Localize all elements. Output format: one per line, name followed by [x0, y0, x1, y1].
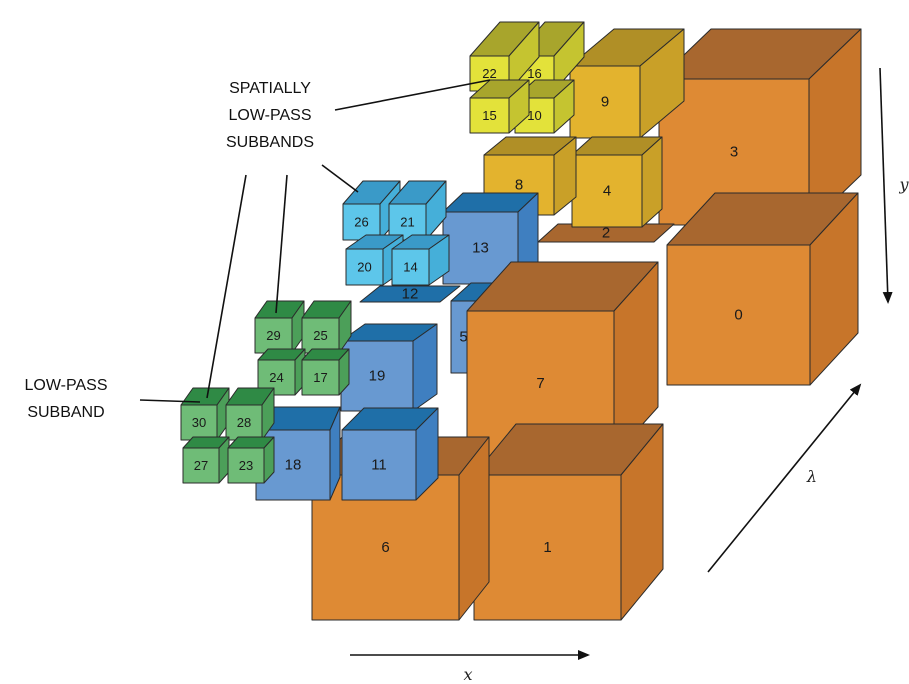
annotations-layer: SPATIALLY LOW-PASS SUBBANDS LOW-PASS SUB… — [25, 67, 909, 684]
cube-label: 9 — [601, 94, 609, 111]
subband-cube-24: 24 — [257, 348, 306, 396]
cube-label: 30 — [192, 415, 206, 430]
subband-cube-9: 9 — [569, 28, 685, 139]
subband-cube-12: 12 — [359, 285, 461, 303]
cube-label: 18 — [285, 457, 302, 474]
spatial-annotation-line2: LOW-PASS — [229, 107, 312, 124]
cube-front-face — [301, 359, 340, 396]
cube-front-face — [341, 429, 417, 501]
lowpass-annotation-line1: LOW-PASS — [25, 377, 108, 394]
cube-label: 1 — [543, 539, 551, 556]
cube-label: 15 — [482, 108, 496, 123]
leader-line-spatial-green-2 — [275, 174, 288, 314]
cube-label: 23 — [239, 458, 253, 473]
cube-label: 29 — [266, 328, 280, 343]
cube-front-face — [391, 248, 430, 286]
cube-front-face — [345, 248, 384, 286]
cube-label: 14 — [403, 260, 417, 275]
cube-label: 16 — [527, 66, 541, 81]
cube-front-face — [257, 359, 296, 396]
subband-cube-7: 7 — [466, 261, 659, 457]
cube-top-face — [359, 285, 461, 303]
cube-label: 0 — [734, 307, 742, 324]
y-axis-arrow — [879, 67, 893, 304]
lambda-axis-label: λ — [806, 467, 817, 486]
subband-cube-4: 4 — [571, 136, 663, 228]
lambda-axis-arrow — [707, 383, 862, 573]
subband-cube-27: 27 — [182, 436, 230, 484]
cube-label: 17 — [313, 370, 327, 385]
cube-label: 26 — [354, 215, 368, 230]
cube-front-face — [182, 447, 220, 484]
cube-label: 6 — [381, 539, 389, 556]
subband-cube-17: 17 — [301, 348, 350, 396]
subband-cube-2: 2 — [537, 223, 675, 243]
cube-label: 21 — [400, 215, 414, 230]
cube-label: 11 — [371, 457, 387, 474]
cube-label: 13 — [472, 240, 489, 257]
cube-front-face — [666, 244, 811, 386]
cube-label: 25 — [313, 328, 327, 343]
spatial-annotation-line1: SPATIALLY — [229, 80, 311, 97]
cube-top-face — [537, 223, 675, 243]
subband-cube-3: 3 — [658, 28, 862, 226]
cube-label: 20 — [357, 260, 371, 275]
subband-cube-1: 1 — [473, 423, 664, 621]
spatial-annotation-line3: SUBBANDS — [226, 134, 314, 151]
cube-label: 3 — [730, 144, 738, 161]
subband-cube-29: 29 — [254, 300, 305, 354]
cube-label: 12 — [402, 286, 419, 303]
y-axis-label: y — [898, 175, 909, 194]
cube-label: 5 — [459, 329, 467, 346]
cube-front-face — [469, 97, 510, 134]
subband-cube-11: 11 — [341, 407, 439, 501]
subband-cube-15: 15 — [469, 79, 530, 134]
leader-line-lowpass — [139, 399, 201, 403]
cube-label: 28 — [237, 415, 251, 430]
subband-cube-28: 28 — [225, 387, 275, 441]
subband-cube-30: 30 — [180, 387, 230, 441]
cube-label: 8 — [515, 177, 523, 194]
cube-label: 19 — [369, 368, 386, 385]
cube-front-face — [571, 154, 643, 228]
subband-cube-19: 19 — [340, 323, 438, 412]
lowpass-annotation-line2: SUBBAND — [27, 404, 104, 421]
subband-cube-0: 0 — [666, 192, 859, 386]
subband-cube-25: 25 — [301, 300, 352, 354]
subband-cube-23: 23 — [227, 436, 275, 484]
cube-label: 10 — [527, 108, 541, 123]
cube-label: 22 — [482, 66, 496, 81]
cube-label: 27 — [194, 458, 208, 473]
cube-label: 4 — [603, 183, 611, 200]
leader-line-spatial-yellow — [334, 79, 491, 111]
subband-cube-14: 14 — [391, 234, 450, 286]
cube-label: 24 — [269, 370, 283, 385]
cube-front-face — [227, 447, 265, 484]
cube-label: 7 — [536, 375, 544, 392]
cube-label: 2 — [602, 225, 610, 242]
leader-line-spatial-green-1 — [206, 174, 247, 399]
leader-line-spatial-cyan — [321, 164, 359, 193]
x-axis-label: x — [463, 665, 472, 684]
